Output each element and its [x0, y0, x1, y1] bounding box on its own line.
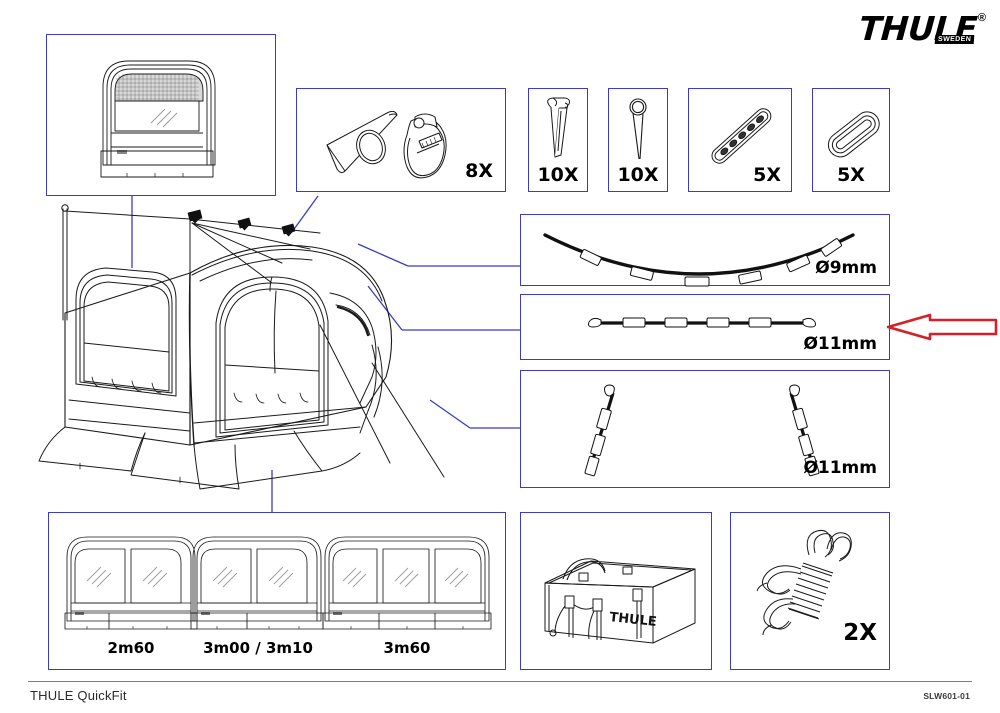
quantity-label-peg-eye: 10X [617, 164, 659, 186]
curved-pole-illustration [543, 233, 855, 287]
front-panel-2m60-illustration [64, 536, 198, 630]
registered-trademark-icon: ® [977, 12, 986, 24]
part-box-guy-rope: 2X [730, 512, 890, 670]
rear-mesh-panel-illustration [100, 60, 216, 178]
awning-assembly-illustration [38, 204, 445, 490]
quantity-label-loop-buckle: 5X [837, 164, 865, 186]
part-box-front-panels: 2m60 [48, 512, 506, 670]
size-label-variant-2: 3m00 / 3m10 [203, 639, 313, 657]
part-box-storage-bag: THULE [520, 512, 712, 670]
loop-buckle-illustration [827, 111, 880, 158]
footer-product-title: THULE QuickFit [30, 688, 127, 703]
leg-poles-illustration [584, 384, 820, 477]
part-box-rear-panel [46, 34, 276, 196]
part-box-peg-v: 10X [528, 88, 588, 192]
part-box-ladder-strap: 5X [688, 88, 792, 192]
front-panel-3m60-illustration [322, 536, 492, 630]
part-box-clamp-set: 8X [296, 88, 506, 192]
part-box-peg-eye: 10X [608, 88, 668, 192]
size-label-variant-3: 3m60 [383, 639, 431, 657]
highlight-arrow-icon [886, 313, 998, 341]
eye-peg-illustration [629, 98, 647, 160]
part-box-pole-curved: Ø9mm [520, 214, 890, 287]
thule-logo: THULE ® SWEDEN [858, 9, 986, 48]
quantity-label-clamp-set: 8X [465, 160, 493, 182]
storage-bag-illustration: THULE [544, 558, 696, 644]
footer-divider [28, 681, 972, 682]
dimension-label-pole-curved: Ø9mm [815, 258, 877, 278]
part-box-pole-straight: Ø11mm [520, 294, 890, 360]
straight-pole-illustration [588, 317, 816, 328]
quantity-label-ladder-strap: 5X [753, 164, 781, 186]
dimension-label-pole-legs: Ø11mm [803, 458, 877, 478]
quantity-label-peg-v: 10X [537, 164, 579, 186]
part-box-pole-legs: Ø11mm [520, 370, 890, 488]
guy-rope-illustration [756, 530, 852, 636]
size-label-variant-1: 2m60 [107, 639, 155, 657]
quantity-label-guy-rope: 2X [843, 620, 877, 646]
v-peg-illustration [547, 97, 570, 158]
part-box-loop-buckle: 5X [812, 88, 890, 192]
front-panel-3m00-illustration [190, 536, 324, 630]
dimension-label-pole-straight: Ø11mm [803, 334, 877, 354]
footer-document-code: SLW601-01 [923, 691, 970, 701]
ladder-strap-illustration [711, 108, 772, 164]
roof-clamp-illustration [326, 110, 447, 179]
storage-bag-logo: THULE [609, 610, 658, 630]
